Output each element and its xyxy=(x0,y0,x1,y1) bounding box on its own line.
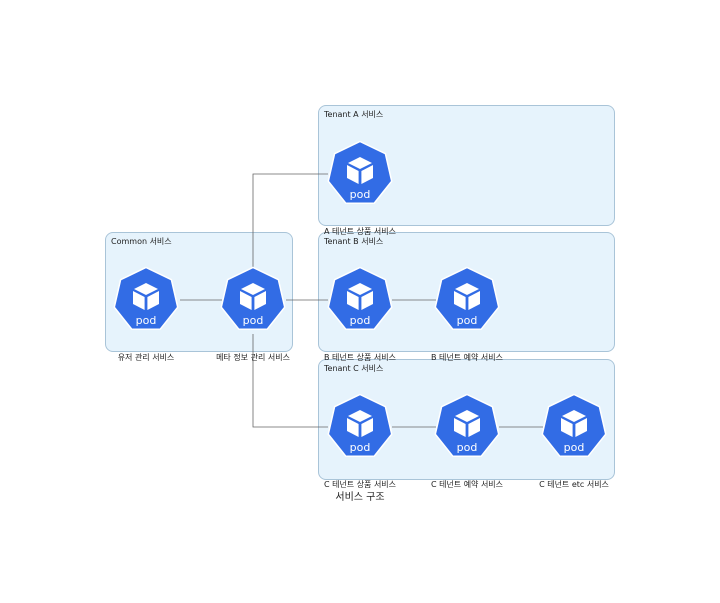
cluster-label: Tenant A 서비스 xyxy=(324,110,384,119)
node-b-reservation: pod B 테넌트 예약 서비스 xyxy=(407,266,527,366)
pod-text: pod xyxy=(457,441,478,454)
cube-icon xyxy=(454,410,480,437)
node-c-etc: pod C 테넌트 etc 서비스 xyxy=(514,393,634,493)
node-a-product: pod A 테넌트 상품 서비스 xyxy=(300,140,420,240)
edge-meta-to-c-product xyxy=(252,334,328,428)
kubernetes-pod-icon: pod xyxy=(220,266,286,331)
pod-text: pod xyxy=(564,441,585,454)
node-b-product: pod B 테넌트 상품 서비스 xyxy=(300,266,420,366)
kubernetes-pod-icon: pod xyxy=(541,393,607,458)
node-label: C 테넌트 예약 서비스 xyxy=(430,480,504,489)
cluster-label: Common 서비스 xyxy=(111,237,172,246)
pod-text: pod xyxy=(243,314,264,327)
node-c-product: pod C 테넌트 상품 서비스 xyxy=(300,393,420,493)
pod-text: pod xyxy=(350,314,371,327)
kubernetes-pod-icon: pod xyxy=(327,140,393,205)
cube-icon xyxy=(561,410,587,437)
cube-icon xyxy=(240,283,266,310)
node-label: A 테넌트 상품 서비스 xyxy=(324,227,396,236)
pod-text: pod xyxy=(136,314,157,327)
node-label: B 테넌트 예약 서비스 xyxy=(431,353,503,362)
kubernetes-pod-icon: pod xyxy=(434,266,500,331)
pod-text: pod xyxy=(350,188,371,201)
node-label: 메타 정보 관리 서비스 xyxy=(216,353,290,362)
kubernetes-pod-icon: pod xyxy=(113,266,179,331)
kubernetes-pod-icon: pod xyxy=(327,393,393,458)
node-meta-mgmt: pod 메타 정보 관리 서비스 xyxy=(193,266,313,366)
node-user-mgmt: pod 유저 관리 서비스 xyxy=(86,266,206,366)
cube-icon xyxy=(347,410,373,437)
pod-text: pod xyxy=(457,314,478,327)
cube-icon xyxy=(347,283,373,310)
node-label: 유저 관리 서비스 xyxy=(117,353,175,362)
cluster-label: Tenant B 서비스 xyxy=(324,237,384,246)
pod-text: pod xyxy=(350,441,371,454)
cluster-label: Tenant C 서비스 xyxy=(324,364,384,373)
diagram-caption: 서비스 구조 xyxy=(335,492,385,503)
cube-icon xyxy=(347,157,373,184)
node-label: B 테넌트 상품 서비스 xyxy=(324,353,396,362)
cube-icon xyxy=(133,283,159,310)
node-c-reservation: pod C 테넌트 예약 서비스 xyxy=(407,393,527,493)
node-label: C 테넌트 etc 서비스 xyxy=(539,480,609,489)
kubernetes-pod-icon: pod xyxy=(434,393,500,458)
cube-icon xyxy=(454,283,480,310)
node-label: C 테넌트 상품 서비스 xyxy=(323,480,397,489)
edge-meta-to-a-product xyxy=(252,173,328,268)
kubernetes-pod-icon: pod xyxy=(327,266,393,331)
